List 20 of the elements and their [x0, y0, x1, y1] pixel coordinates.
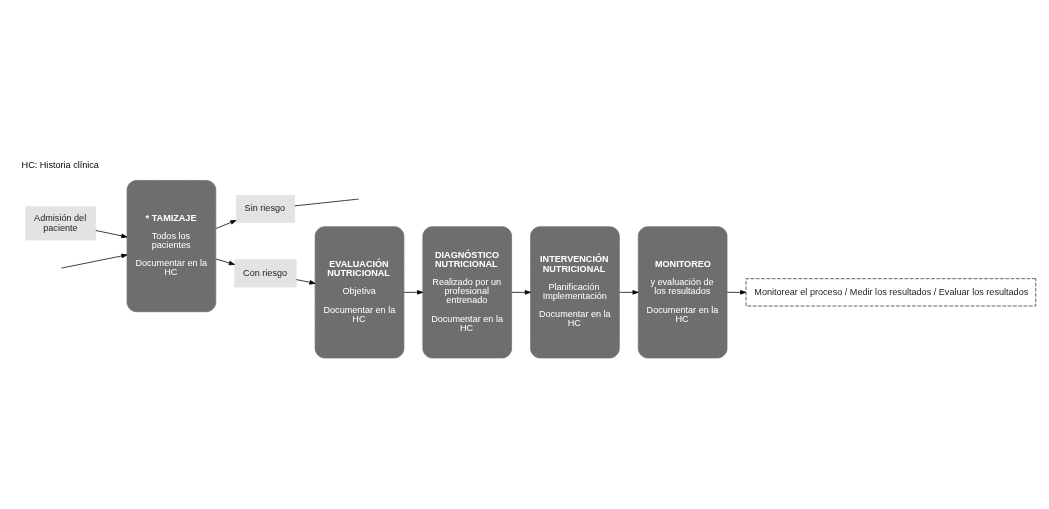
arrow: [295, 278, 316, 285]
arrow: [619, 289, 639, 295]
node-box: DIAGNÓSTICO NUTRICIONAL Realizado por un profesional entrenado Documentar en la HC: [422, 225, 512, 358]
node-box: Sin riesgo: [235, 194, 296, 223]
node-box: Admisión del paciente: [25, 205, 96, 240]
node-box: Monitorear el proceso / Medir los resultados / Evaluar los resultados: [745, 277, 1037, 306]
arrow: [511, 289, 531, 295]
connector: [294, 198, 360, 206]
arrow: [726, 289, 747, 295]
arrow: [95, 229, 128, 238]
node-box: INTERVENCIÓN NUTRICIONAL Planificación Implementación Documentar en la HC: [530, 225, 620, 358]
label: HC: Historia clínica: [21, 159, 99, 170]
arrow: [215, 219, 237, 229]
arrow: [403, 289, 424, 295]
node-box: Con riesgo: [234, 258, 297, 287]
node-box: EVALUACIÓN NUTRICIONAL Objetiva Documentar en la HC: [314, 225, 405, 358]
node-box: * TAMIZAJE Todos los pacientes Documentar en la HC: [126, 179, 217, 312]
arrow: [61, 253, 128, 268]
arrow: [215, 258, 235, 265]
node-box: MONITOREO y evaluación de los resultados Documentar en la HC: [637, 225, 728, 358]
